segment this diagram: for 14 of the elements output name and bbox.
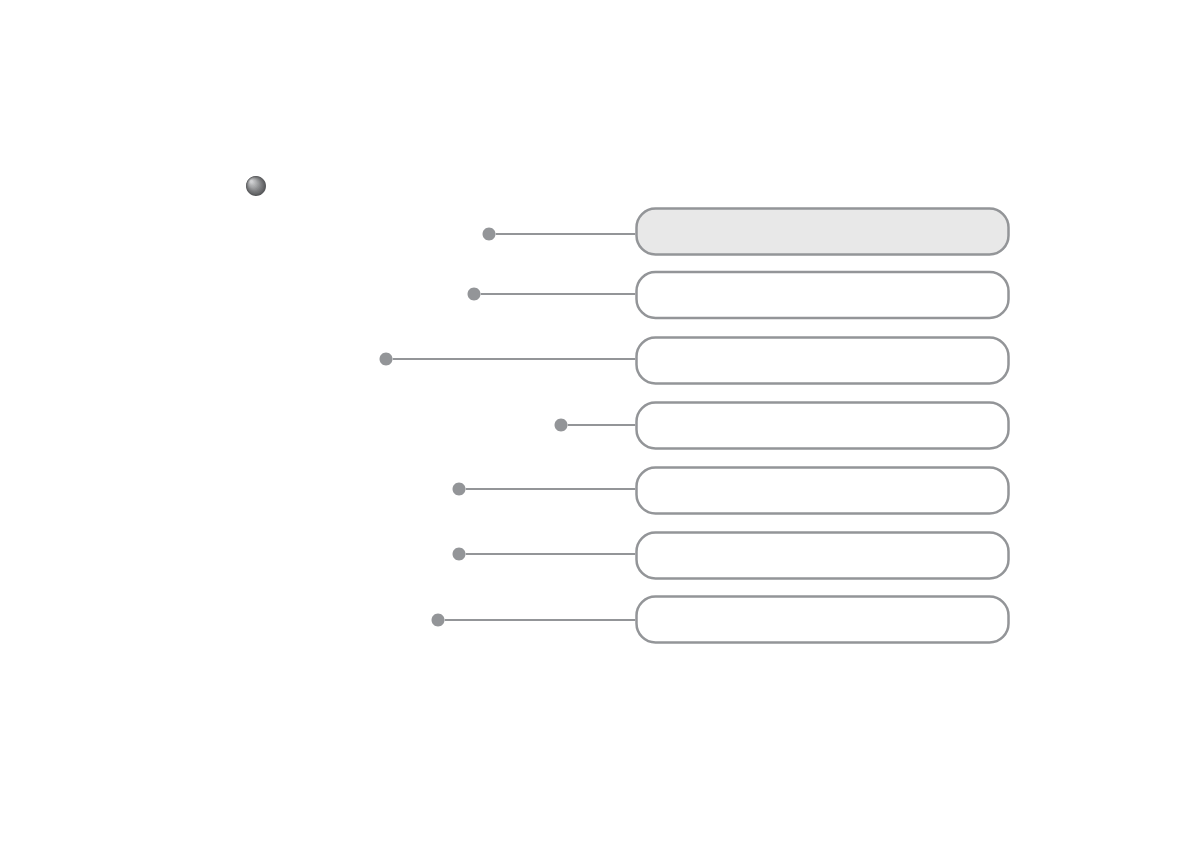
leader-line (567, 423, 636, 427)
leader-line (465, 487, 636, 491)
leader-line (495, 232, 636, 236)
rounded-box (635, 401, 1010, 450)
leader-line (392, 357, 636, 361)
rounded-box (635, 270, 1010, 320)
leader-line (444, 618, 636, 622)
rounded-box (635, 595, 1010, 644)
leader-line (480, 292, 636, 296)
rounded-box (635, 207, 1010, 256)
rounded-box (635, 531, 1010, 580)
rounded-box (635, 466, 1010, 515)
leader-line (465, 552, 636, 556)
rounded-box (635, 336, 1010, 385)
